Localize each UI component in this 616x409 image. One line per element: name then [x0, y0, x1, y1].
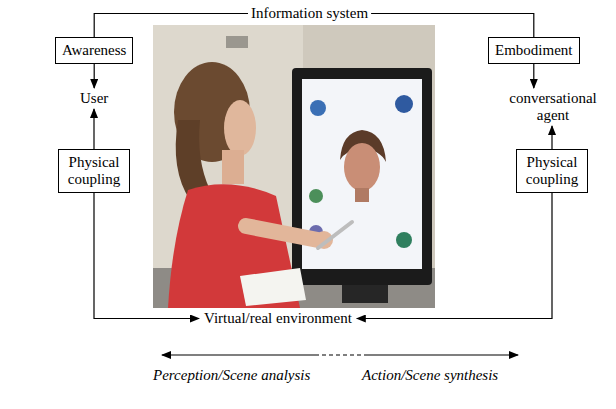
axis-label: Action/Scene synthesis — [360, 367, 500, 384]
connector-arrow — [551, 126, 552, 149]
node-text: Virtual/real environment — [204, 310, 352, 327]
node-text: Physical coupling — [65, 154, 123, 188]
connector-arrow — [94, 14, 248, 38]
connector-arrow — [93, 109, 94, 149]
node-text: User — [80, 90, 108, 107]
process-box: Awareness — [55, 37, 133, 64]
actor-label: User — [77, 88, 111, 109]
connector-arrow — [371, 14, 534, 38]
environment-label: Virtual/real environment — [201, 308, 355, 329]
process-box: Embodiment — [488, 37, 580, 64]
system-label: Information system — [248, 3, 371, 24]
connector-arrow — [533, 64, 534, 88]
node-text: Information system — [251, 5, 368, 22]
axis-label: Perception/Scene analysis — [151, 367, 312, 384]
process-box: Physical coupling — [516, 149, 588, 193]
node-text: Awareness — [62, 42, 126, 59]
connector-arrow — [94, 64, 95, 88]
process-box: Physical coupling — [58, 149, 130, 193]
connector-arrow — [357, 193, 552, 319]
node-text: Physical coupling — [523, 154, 581, 188]
connector-arrow — [94, 193, 199, 319]
node-text: Embodiment — [495, 42, 573, 59]
actor-label: conversational agent — [501, 88, 605, 126]
node-text: conversational agent — [504, 90, 602, 124]
